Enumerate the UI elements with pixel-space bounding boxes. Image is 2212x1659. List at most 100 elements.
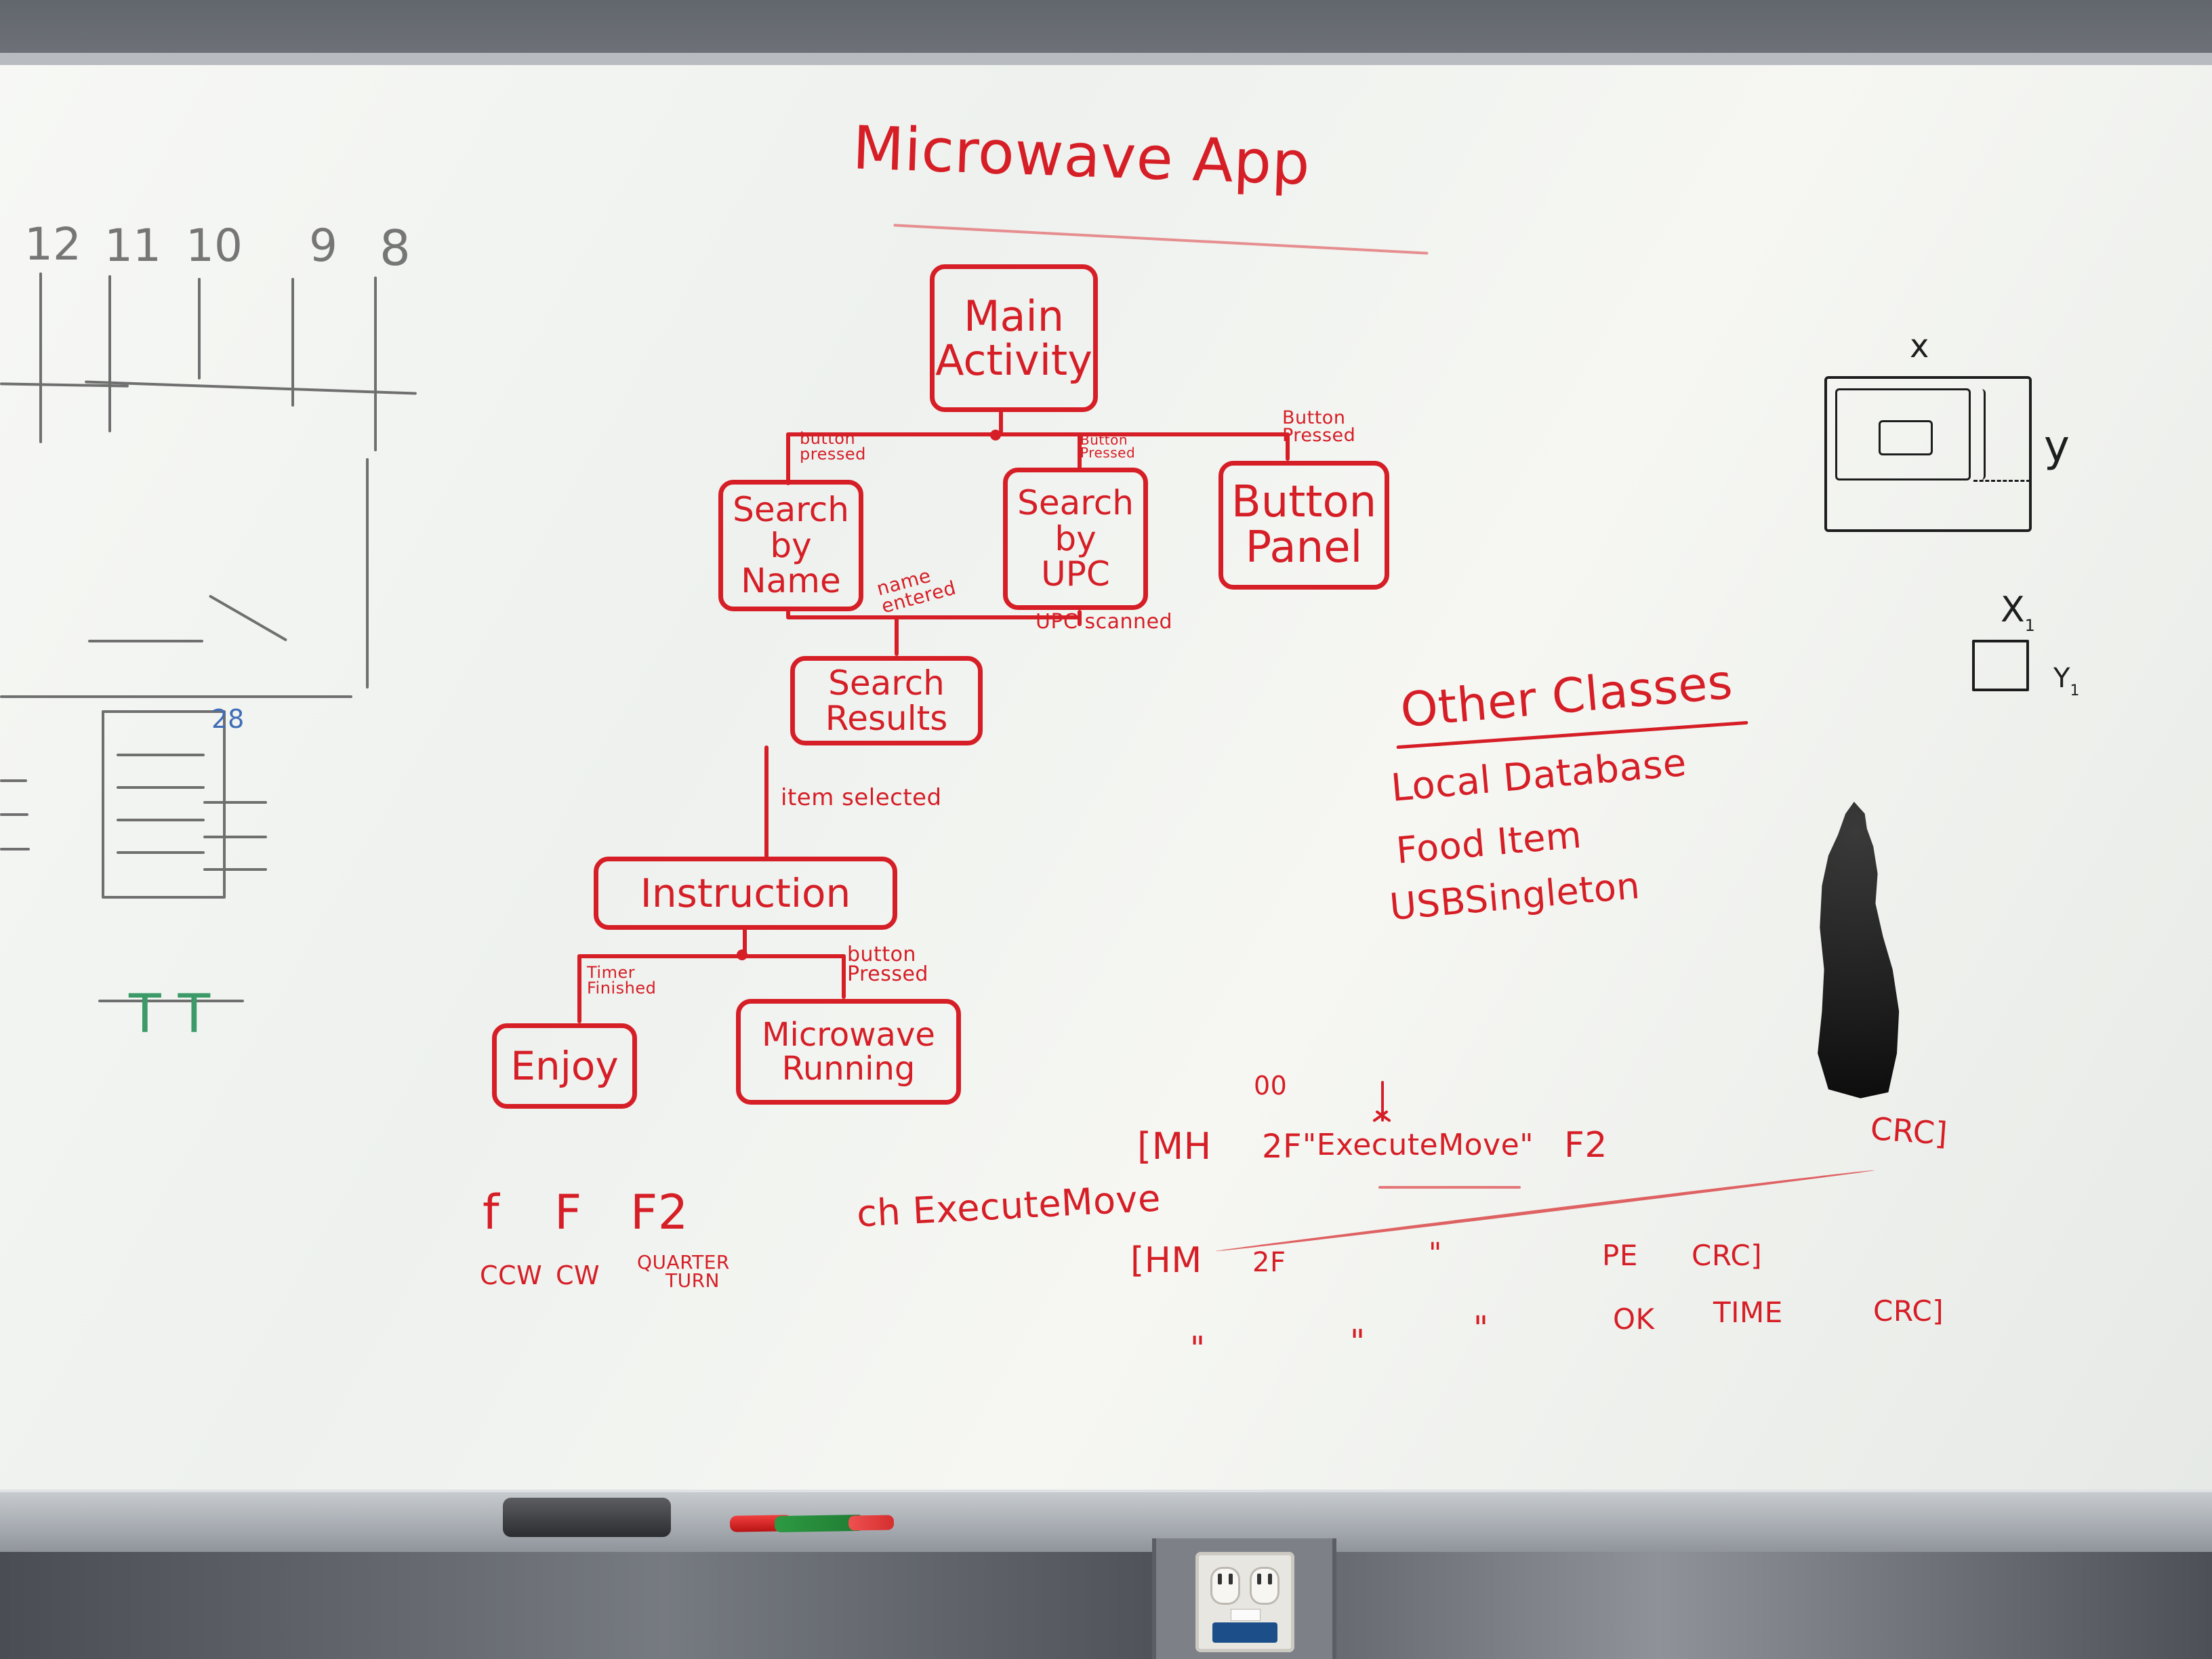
left-number-10: 10 xyxy=(186,220,243,272)
junction-bottom xyxy=(737,949,747,960)
outlet-label xyxy=(1231,1609,1261,1621)
left-number-12: 12 xyxy=(24,218,81,270)
right-small-diagram-box xyxy=(1972,640,2029,691)
search-by-name-node: Search by Name xyxy=(718,480,863,611)
right-diagram-y1-sub: 1 xyxy=(2070,682,2080,699)
right-diagram-y1-main: Y xyxy=(2053,663,2070,694)
name-bottom-line xyxy=(786,610,790,618)
pink-marker xyxy=(848,1515,895,1531)
bottom-arrow-stem xyxy=(1381,1081,1384,1122)
search-by-upc-line-3: UPC xyxy=(1041,554,1110,594)
left-gray-vert-4 xyxy=(291,278,294,407)
to-running-line xyxy=(842,954,846,999)
label-button-pressed-1-line-1: button xyxy=(800,429,856,448)
bottom-line-3-part-6: CRC] xyxy=(1873,1294,1944,1328)
left-number-11: 11 xyxy=(104,220,161,272)
branch-panel-line xyxy=(1286,432,1290,461)
main-activity-line-2: Activity xyxy=(935,335,1092,385)
label-button-pressed-1: button pressed xyxy=(800,429,866,462)
bottom-line-1-part-5: CRC] xyxy=(1869,1110,1949,1152)
label-button-pressed-4-line-1: button xyxy=(847,943,916,966)
whiteboard-tray xyxy=(0,1490,2212,1555)
search-by-name-line-2: by xyxy=(770,525,812,565)
main-activity-line-1: Main xyxy=(963,291,1064,341)
search-results-line-1: Search xyxy=(828,663,945,703)
left-code-command-f-upper: F xyxy=(554,1185,582,1240)
left-gray-vert-2 xyxy=(108,275,111,432)
microwave-running-line-1: Microwave xyxy=(762,1015,935,1054)
right-diagram-side-bar xyxy=(1971,389,1986,480)
left-gray-horz-2 xyxy=(88,640,203,642)
left-code-meaning-quarter-turn: QUARTER TURN xyxy=(637,1251,730,1292)
right-diagram-outer-box xyxy=(1824,376,2032,532)
branch-name-line xyxy=(786,432,790,485)
bottom-branch-line xyxy=(577,954,846,958)
left-gray-side-3 xyxy=(203,868,267,871)
label-button-pressed-3: Button Pressed xyxy=(1282,407,1355,445)
right-diagram-dashed-line xyxy=(1973,480,2030,482)
to-results-line xyxy=(895,615,899,656)
right-diagram-small-box xyxy=(1879,420,1933,455)
junction-top xyxy=(990,430,1001,441)
bottom-line-1-part-4: F2 xyxy=(1564,1125,1607,1166)
left-gray-bar-4 xyxy=(117,851,205,854)
search-results-line-2: Results xyxy=(825,699,948,738)
bottom-line-1-underline xyxy=(1378,1186,1521,1189)
right-diagram-x: x xyxy=(1910,327,1929,365)
left-gray-side-2 xyxy=(203,836,267,838)
left-gray-tt-line xyxy=(98,1000,244,1002)
label-button-pressed-3-line-1: Button xyxy=(1282,407,1346,428)
bottom-line-1-part-2: 2F xyxy=(1262,1128,1303,1166)
label-timer-finished-line-1: Timer xyxy=(587,963,636,982)
main-down-line xyxy=(999,411,1003,434)
mid-join-line xyxy=(786,615,1082,619)
bottom-line-2-part-1: [HM xyxy=(1130,1240,1202,1281)
search-results-node: Search Results xyxy=(790,656,983,745)
left-edge-mark-1 xyxy=(0,779,27,782)
left-number-8: 8 xyxy=(380,220,411,276)
left-gray-horz-1 xyxy=(0,695,352,698)
left-number-9: 9 xyxy=(309,220,337,272)
label-timer-finished: Timer Finished xyxy=(587,963,656,996)
instruction-down-line xyxy=(743,928,747,954)
microwave-running-line-2: Running xyxy=(781,1050,916,1088)
to-enjoy-line xyxy=(577,954,581,1023)
label-item-selected: item selected xyxy=(781,784,942,811)
search-by-upc-node: Search by UPC xyxy=(1003,468,1148,610)
instruction-line-1: Instruction xyxy=(640,869,851,916)
search-by-upc-line-2: by xyxy=(1054,518,1097,558)
left-gray-side-1 xyxy=(203,801,267,804)
left-gray-bar-1 xyxy=(117,754,205,756)
left-code-meaning-turn: TURN xyxy=(665,1269,720,1292)
bottom-line-2-part-4: PE xyxy=(1602,1239,1638,1272)
bottom-marker-00: 00 xyxy=(1254,1071,1288,1101)
button-panel-node: Button Panel xyxy=(1218,461,1389,590)
top-branch-line xyxy=(786,432,1288,436)
bottom-line-3-part-1: " xyxy=(1190,1330,1206,1368)
left-gray-vert-1 xyxy=(39,272,42,443)
power-outlet xyxy=(1195,1552,1294,1652)
right-diagram-y1: Y1 xyxy=(2053,663,2079,699)
right-diagram-x1: X1 xyxy=(2001,590,2035,635)
left-edge-mark-2 xyxy=(0,813,28,816)
bottom-line-3-part-5: TIME xyxy=(1713,1296,1783,1329)
label-button-pressed-4-line-2: Pressed xyxy=(847,962,928,986)
label-button-pressed-2-line-1: Button xyxy=(1080,432,1128,448)
label-button-pressed-4: button Pressed xyxy=(847,943,928,986)
search-by-upc-line-1: Search xyxy=(1017,483,1134,523)
left-tt-text: T T xyxy=(129,984,211,1045)
left-number-28: 28 xyxy=(211,704,245,734)
whiteboard xyxy=(0,53,2212,1507)
branch-upc-line xyxy=(1078,432,1082,470)
socket-left xyxy=(1210,1567,1240,1605)
microwave-running-node: Microwave Running xyxy=(736,999,961,1105)
results-to-instruction-line xyxy=(764,745,769,858)
right-diagram-inner-box xyxy=(1835,388,1971,480)
button-panel-line-1: Button xyxy=(1231,476,1377,527)
eraser xyxy=(503,1498,671,1537)
label-button-pressed-2-line-2: Pressed xyxy=(1080,445,1136,461)
bottom-line-3-part-4: OK xyxy=(1613,1303,1655,1336)
left-code-meaning-quarter: QUARTER xyxy=(637,1251,730,1273)
socket-right xyxy=(1250,1567,1279,1605)
